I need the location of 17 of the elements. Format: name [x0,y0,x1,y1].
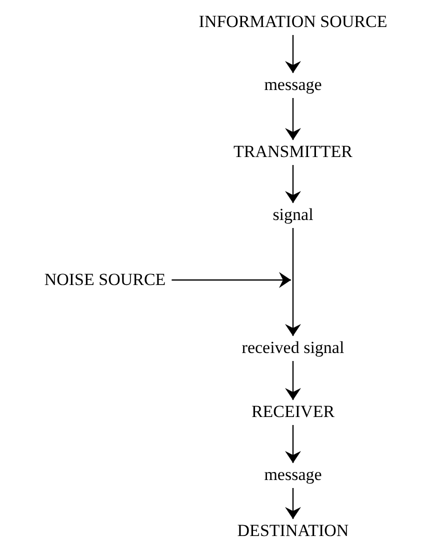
arrow [285,98,301,140]
arrow [285,228,301,336]
text-label: RECEIVER [251,402,335,422]
text-label: INFORMATION SOURCE [198,12,388,32]
text-label: DESTINATION [237,521,349,541]
text-label: message [264,465,322,485]
arrow [285,165,301,203]
text-label: signal [272,205,314,225]
text-label: NOISE SOURCE [44,270,166,290]
text-label: received signal [242,338,344,358]
arrow [285,361,301,400]
arrow [285,488,301,519]
arrow [285,35,301,73]
arrow [172,272,291,288]
text-label: message [264,75,322,95]
arrow [285,425,301,463]
text-label: TRANSMITTER [234,142,352,162]
